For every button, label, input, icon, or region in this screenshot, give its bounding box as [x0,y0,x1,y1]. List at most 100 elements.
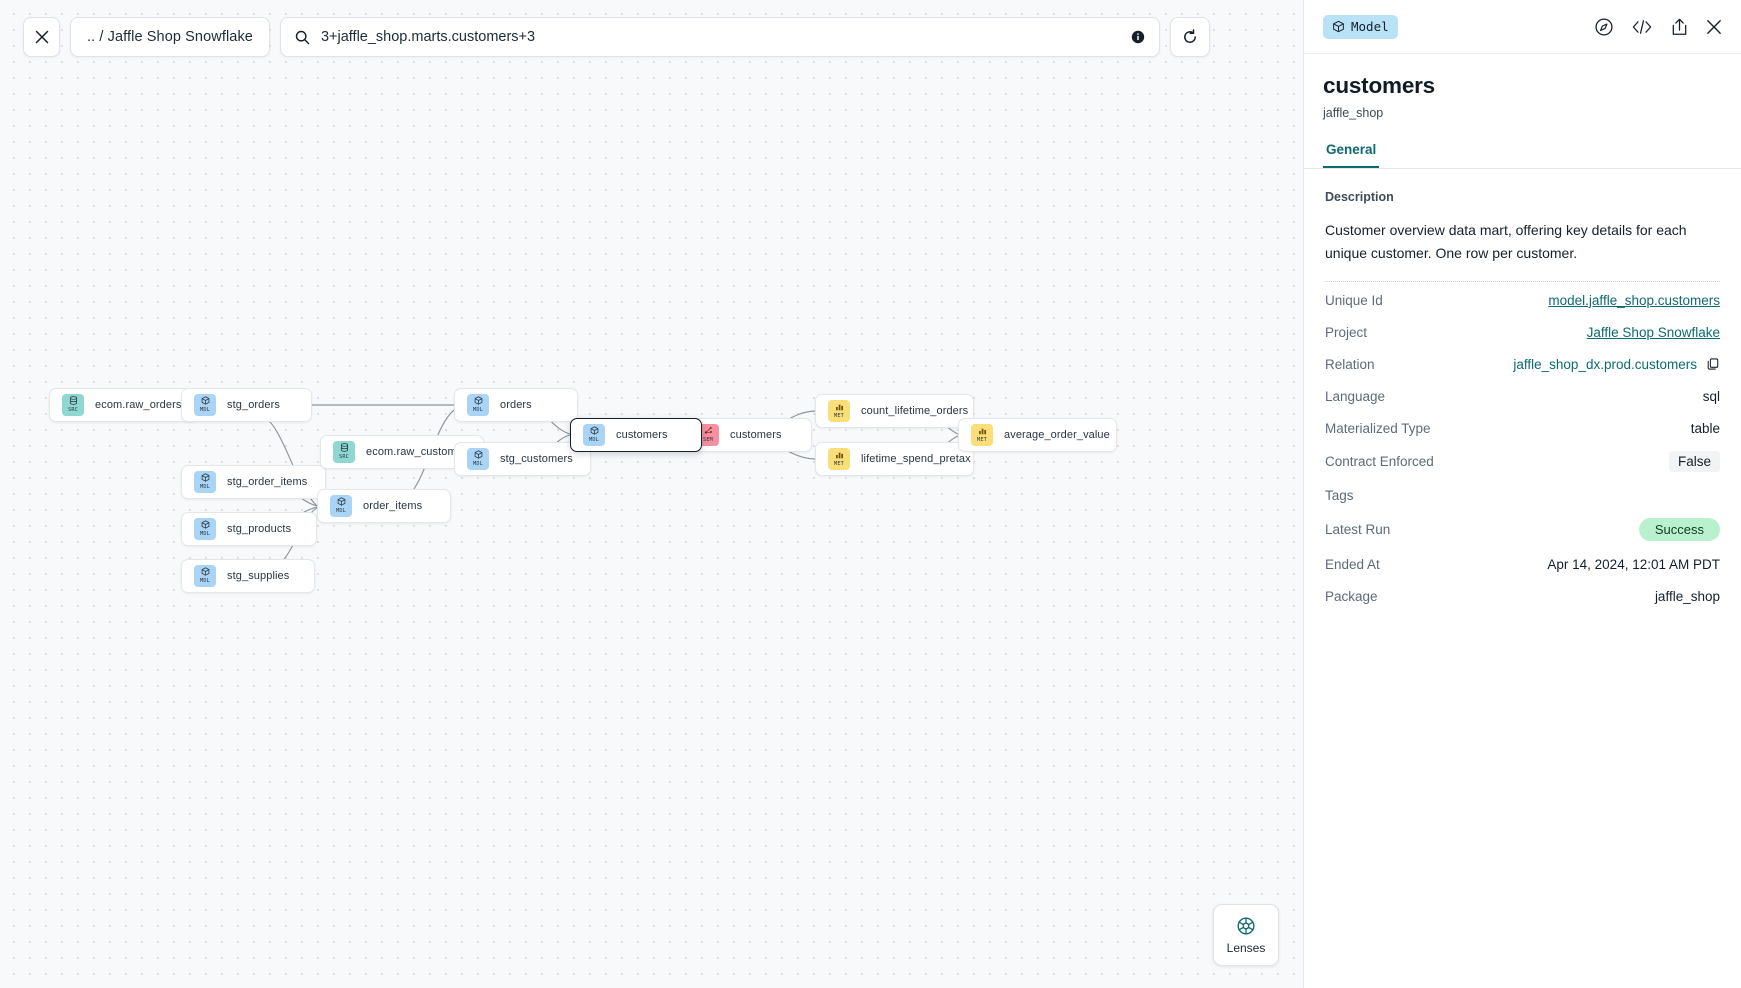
refresh-button[interactable] [1169,17,1210,57]
close-icon [35,30,49,44]
graph-node-label: customers [730,429,782,441]
graph-node-stg_supplies[interactable]: MDL stg_supplies [181,559,315,593]
src-type-icon: SRC [333,441,355,463]
detail-value: jaffle_shop_dx.prod.customers [1513,357,1720,372]
detail-key: Project [1325,324,1368,340]
details-panel: Model [1303,0,1741,988]
mdl-type-icon: MDL [194,471,216,493]
graph-node-label: stg_supplies [227,570,290,582]
info-icon[interactable] [1131,30,1145,44]
mdl-type-icon: MDL [467,448,489,470]
graph-node-customers_semantic[interactable]: SEM customers [684,418,812,452]
detail-row: Latest Run Success [1325,511,1720,548]
graph-node-ecom_raw_orders[interactable]: SRC ecom.raw_orders [49,388,200,422]
close-icon[interactable] [1706,19,1722,35]
canvas-toolbar: .. / Jaffle Shop Snowflake 3+jaffle_shop… [23,17,1210,57]
explore-icon[interactable] [1594,17,1614,37]
graph-node-label: customers [616,429,668,441]
met-type-icon: MET [828,400,850,422]
detail-key: Unique Id [1325,292,1383,308]
graph-node-label: stg_order_items [227,476,308,488]
graph-node-average_order_value[interactable]: MET average_order_value [958,418,1117,452]
lenses-button[interactable]: Lenses [1213,904,1279,966]
graph-node-label: stg_customers [500,453,573,465]
detail-key: Materialized Type [1325,420,1431,436]
detail-value: sql [1703,389,1720,404]
panel-title-block: customers jaffle_shop [1304,54,1741,120]
graph-node-label: orders [500,399,532,411]
detail-value-text[interactable]: jaffle_shop_dx.prod.customers [1513,356,1697,372]
resource-type-chip: Model [1323,14,1398,39]
resource-type-label: Model [1351,19,1389,34]
met-type-icon: MET [971,424,993,446]
mdl-type-icon: MDL [330,495,352,517]
detail-row: Tags [1325,479,1720,511]
detail-value: table [1691,421,1720,436]
code-icon[interactable] [1631,17,1653,37]
detail-key: Package [1325,588,1378,604]
graph-node-label: stg_orders [227,399,280,411]
detail-value-text[interactable]: Jaffle Shop Snowflake [1586,324,1720,340]
detail-row: Language sql [1325,380,1720,412]
mdl-type-icon: MDL [467,394,489,416]
mdl-type-icon: MDL [194,565,216,587]
mdl-type-icon: MDL [194,518,216,540]
detail-value: Success [1638,518,1720,542]
graph-node-label: ecom.raw_orders [95,399,182,411]
lineage-canvas[interactable]: .. / Jaffle Shop Snowflake 3+jaffle_shop… [0,0,1303,988]
detail-value-text: jaffle_shop [1654,588,1720,604]
detail-row: Materialized Type table [1325,412,1720,444]
detail-row: Unique Id model.jaffle_shop.customers [1325,284,1720,316]
detail-value: jaffle_shop [1655,589,1720,604]
detail-key: Tags [1325,487,1354,503]
search-input[interactable]: 3+jaffle_shop.marts.customers+3 [279,17,1160,57]
panel-tabs: General [1304,142,1741,169]
search-icon [295,30,310,45]
src-type-icon: SRC [62,394,84,416]
detail-value-text[interactable]: model.jaffle_shop.customers [1548,292,1720,308]
cube-icon [1332,20,1345,33]
graph-node-stg_order_items[interactable]: MDL stg_order_items [181,465,326,499]
detail-value: Apr 14, 2024, 12:01 AM PDT [1547,557,1720,572]
details-panel-header: Model [1304,0,1741,54]
panel-header-actions [1594,17,1722,37]
detail-row: Project Jaffle Shop Snowflake [1325,316,1720,348]
graph-node-stg_orders[interactable]: MDL stg_orders [181,388,312,422]
detail-key: Latest Run [1325,522,1391,538]
detail-value-text: sql [1702,388,1720,404]
detail-value: model.jaffle_shop.customers [1548,293,1720,308]
description-text: Customer overview data mart, offering ke… [1325,222,1687,261]
share-icon[interactable] [1670,17,1689,37]
page-subtitle: jaffle_shop [1323,106,1384,120]
close-lineage-button[interactable] [23,17,60,57]
graph-node-label: average_order_value [1004,429,1110,441]
tab-general[interactable]: General [1323,142,1380,168]
detail-value-text: Apr 14, 2024, 12:01 AM PDT [1547,556,1720,572]
sem-type-icon: SEM [697,424,719,446]
detail-key: Contract Enforced [1325,454,1434,470]
detail-key: Relation [1325,356,1375,372]
detail-row: Package jaffle_shop [1325,580,1720,612]
detail-value: False [1668,451,1720,473]
graph-node-orders[interactable]: MDL orders [454,388,578,422]
refresh-icon [1182,29,1198,45]
breadcrumb-label: .. / Jaffle Shop Snowflake [87,29,253,45]
graph-node-label: lifetime_spend_pretax [861,453,971,465]
copy-icon[interactable] [1706,357,1720,371]
breadcrumb[interactable]: .. / Jaffle Shop Snowflake [70,17,270,57]
detail-value-text: Success [1638,518,1720,542]
detail-value: Jaffle Shop Snowflake [1587,325,1720,340]
lenses-icon [1236,916,1256,936]
search-query-text: 3+jaffle_shop.marts.customers+3 [320,29,536,45]
mdl-type-icon: MDL [194,394,216,416]
detail-key: Language [1325,388,1386,404]
detail-value-text: table [1690,420,1720,436]
